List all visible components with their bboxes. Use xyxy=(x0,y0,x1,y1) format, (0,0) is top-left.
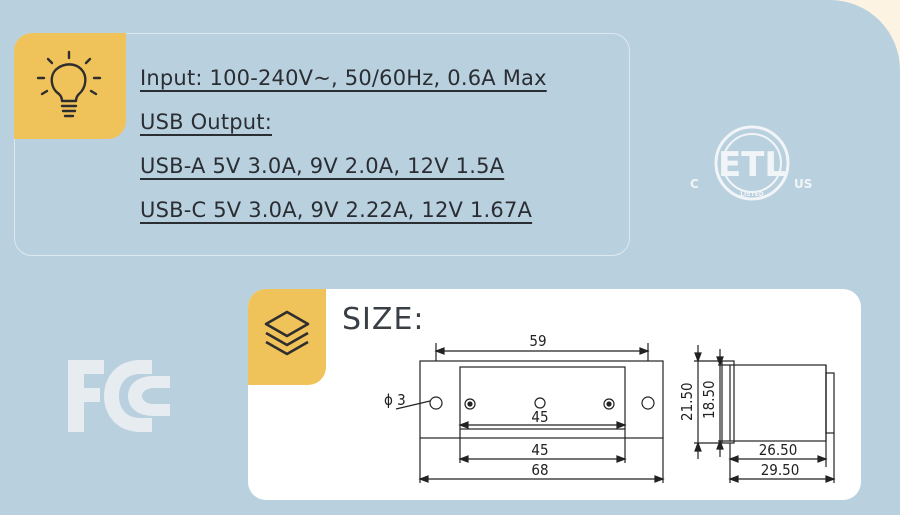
dim-hole: ϕ 3 xyxy=(384,391,406,409)
spec-input: Input: 100-240V~, 50/60Hz, 0.6A Max xyxy=(140,66,547,90)
dim-18-50: 18.50 xyxy=(700,380,718,419)
spec-usb-c: USB-C 5V 3.0A, 9V 2.22A, 12V 1.67A xyxy=(140,198,533,222)
dim-29-50: 29.50 xyxy=(761,461,800,479)
spec-card xyxy=(14,33,630,256)
layers-icon xyxy=(264,310,310,356)
dim-45-inner: 45 xyxy=(531,408,548,426)
side-body-outline xyxy=(729,364,827,442)
lightbulb-icon xyxy=(36,50,102,118)
svg-text:ETL: ETL xyxy=(718,145,786,185)
dim-45: 45 xyxy=(531,441,548,459)
size-card xyxy=(248,289,861,500)
front-inner-plate xyxy=(459,366,626,430)
mount-hole-left xyxy=(429,396,443,410)
etl-c-label: C xyxy=(690,177,699,191)
etl-us-label: US xyxy=(794,177,812,191)
center-hole xyxy=(534,397,546,409)
spec-list: Input: 100-240V~, 50/60Hz, 0.6A Max USB … xyxy=(140,62,620,238)
dim-59: 59 xyxy=(529,332,546,350)
etl-logo: ETL C US LISTED xyxy=(690,125,812,201)
dim-21-50: 21.50 xyxy=(678,382,696,421)
dimension-drawing: 59 45 45 68 ϕ 3 21.50 18.50 26.50 29.50 xyxy=(384,332,836,483)
etl-listed-label: LISTED xyxy=(740,191,764,198)
front-body-outline xyxy=(419,360,664,439)
size-title: SIZE: xyxy=(342,302,425,337)
dim-26-50: 26.50 xyxy=(759,441,798,459)
spec-usb-a: USB-A 5V 3.0A, 9V 2.0A, 12V 1.5A xyxy=(140,154,505,178)
side-flange xyxy=(721,360,735,444)
fcc-logo xyxy=(68,360,170,432)
spec-usb-output: USB Output: xyxy=(140,110,273,134)
mount-hole-right xyxy=(641,396,655,410)
dim-68: 68 xyxy=(531,461,548,479)
spec-tab xyxy=(14,33,126,139)
screw-right xyxy=(603,398,615,410)
screw-left xyxy=(464,398,476,410)
